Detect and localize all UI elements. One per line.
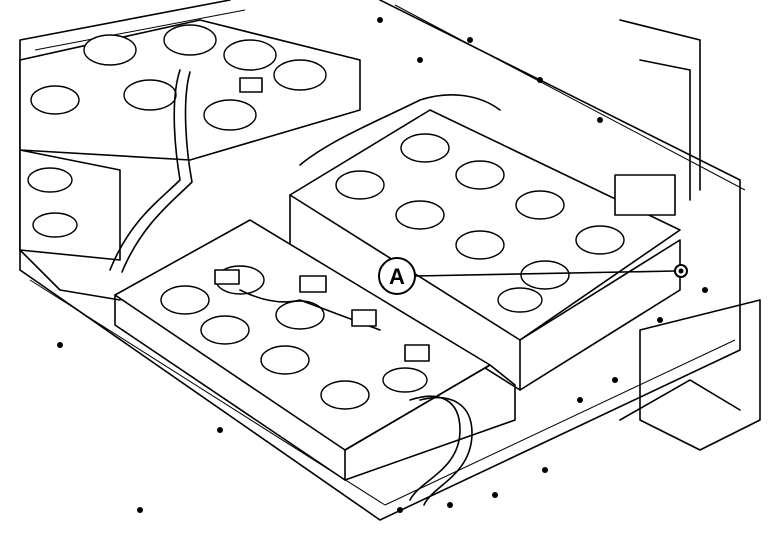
callout-a-label: A (389, 264, 405, 289)
right-cross-member (619, 19, 761, 451)
right-battery-module (289, 109, 681, 391)
bolt-a-center (678, 268, 684, 274)
left-battery-module (19, 149, 121, 301)
rear-battery-tray (19, 19, 361, 161)
callout-a-circle (378, 257, 416, 295)
callout-a: A (378, 257, 676, 295)
front-battery-module (114, 219, 516, 481)
callout-a-leader (414, 270, 676, 277)
wire-harnesses (109, 69, 676, 506)
frame-bolts (57, 17, 708, 513)
